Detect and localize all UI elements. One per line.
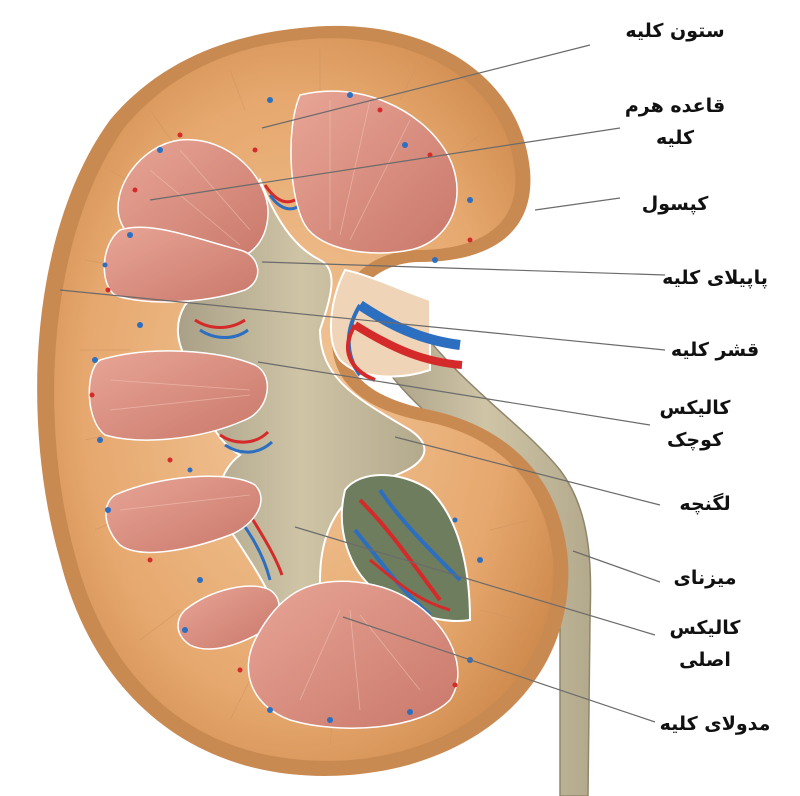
label-pyramid-base-line1: قاعده هرم — [624, 95, 726, 117]
label-pelvis-text: لگنچه — [679, 493, 731, 515]
leader-renal-papilla — [261, 261, 666, 276]
leader-pyramid-base — [149, 127, 621, 201]
label-renal-medulla: مدولای کلیه — [640, 708, 790, 740]
label-renal-papilla: پاپیلای کلیه — [640, 262, 790, 294]
pyramid-5 — [105, 475, 262, 554]
leader-minor-calyx — [257, 361, 651, 426]
label-pyramid-base-line2: کلیه — [655, 127, 695, 149]
leader-renal-cortex — [59, 289, 666, 351]
label-major-calyx-line1: کالیکس — [669, 617, 741, 639]
leader-pelvis — [394, 436, 661, 506]
label-renal-column: ستون کلیه — [600, 15, 750, 47]
label-minor-calyx: کالیکس کوچک — [620, 392, 770, 456]
pyramid-3 — [103, 226, 259, 303]
pyramid-4 — [88, 350, 269, 441]
label-minor-calyx-line2: کوچک — [666, 429, 724, 451]
leader-major-calyx — [294, 526, 656, 636]
leader-capsule — [534, 197, 621, 211]
label-pyramid-base: قاعده هرم کلیه — [600, 90, 750, 154]
label-renal-papilla-text: پاپیلای کلیه — [662, 267, 768, 289]
renal-pyramids — [88, 90, 459, 729]
pyramid-2 — [290, 90, 458, 254]
renal-vessels-upper — [345, 300, 463, 382]
label-renal-cortex: قشر کلیه — [640, 334, 790, 366]
label-capsule: کپسول — [600, 188, 750, 220]
pyramid-7 — [247, 580, 459, 729]
leader-lines — [59, 44, 666, 723]
label-renal-medulla-text: مدولای کلیه — [659, 713, 771, 735]
leader-ureter — [572, 550, 661, 583]
label-ureter: میزنای — [630, 562, 780, 594]
label-major-calyx-line2: اصلی — [679, 649, 731, 671]
label-renal-cortex-text: قشر کلیه — [670, 339, 760, 361]
label-minor-calyx-line1: کالیکس — [659, 397, 731, 419]
label-capsule-text: کپسول — [641, 193, 709, 215]
leader-renal-column — [261, 44, 591, 129]
label-pelvis: لگنچه — [630, 488, 780, 520]
label-renal-column-text: ستون کلیه — [625, 20, 725, 42]
leader-renal-medulla — [342, 616, 656, 723]
label-ureter-text: میزنای — [673, 567, 737, 589]
label-major-calyx: کالیکس اصلی — [630, 612, 780, 676]
vessel-dots — [89, 92, 483, 723]
